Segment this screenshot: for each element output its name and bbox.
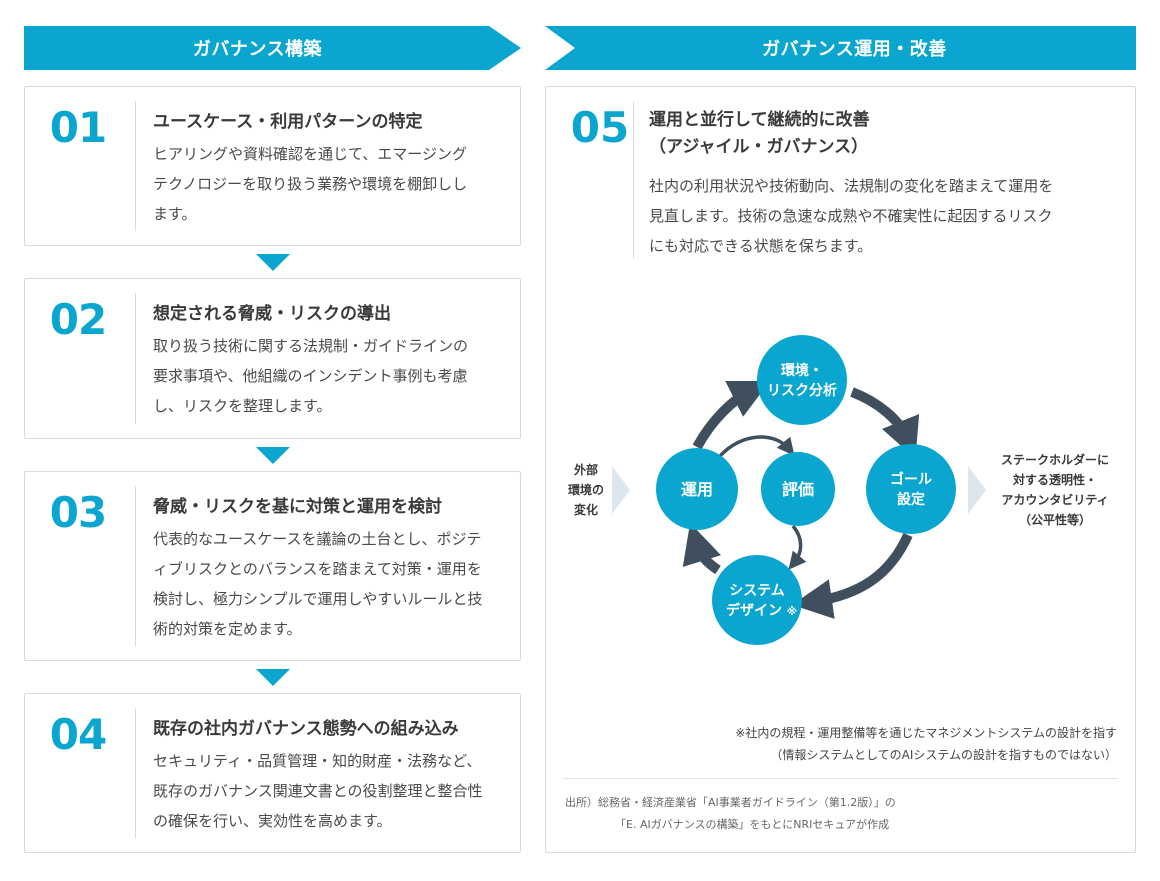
arrow-eval-to-system xyxy=(788,524,807,570)
arrow-system-to-ops xyxy=(682,522,722,575)
node-label: システム xyxy=(729,583,785,599)
desc-line: 検討し、極力シンプルで運用しやすいルールと技 xyxy=(153,590,483,608)
banner-governance-operation: ガバナンス運用・改善 xyxy=(545,26,1136,70)
step-card-05: 05 運用と並行して継続的に改善 （アジャイル・ガバナンス） 社内の利用状況や技… xyxy=(545,86,1136,853)
label-line: 環境の xyxy=(567,483,604,497)
node-label: リスク分析 xyxy=(767,382,837,399)
source-divider xyxy=(563,778,1118,779)
label-line: アカウンタビリティ xyxy=(1001,493,1109,507)
step-number: 02 xyxy=(49,295,107,344)
node-label: 運用 xyxy=(681,480,713,499)
step-card-03: 03 脅威・リスクを基に対策と運用を検討 代表的なユースケースを議論の土台とし、… xyxy=(24,471,521,661)
node-env-risk-analysis: 環境・ リスク分析 xyxy=(757,335,847,425)
desc-line: 要求事項や、他組織のインシデント事例も考慮 xyxy=(153,367,468,385)
step-title: 運用と並行して継続的に改善 （アジャイル・ガバナンス） xyxy=(649,107,870,161)
desc-line: テクノロジーを取り扱う業務や環境を棚卸しし xyxy=(153,175,468,193)
desc-line: 取り扱う技術に関する法規制・ガイドラインの xyxy=(153,337,469,355)
label-line: 外部 xyxy=(573,463,598,477)
step-description: 社内の利用状況や技術動向、法規制の変化を踏まえて運用を 見直します。技術の急速な… xyxy=(649,171,1119,261)
divider xyxy=(135,293,136,424)
footnote: ※社内の規程・運用整備等を通じたマネジメントシステムの設計を指す （情報システム… xyxy=(560,722,1117,766)
step-number: 01 xyxy=(49,103,107,152)
desc-line: 術的対策を定めます。 xyxy=(153,620,302,638)
arrow-ops-to-env xyxy=(692,381,770,450)
node-label: ゴール xyxy=(890,471,932,488)
node-label: 環境・ xyxy=(781,362,823,379)
footnote-line: ※社内の規程・運用整備等を通じたマネジメントシステムの設計を指す xyxy=(735,726,1117,740)
step-card-01: 01 ユースケース・利用パターンの特定 ヒアリングや資料確認を通じて、エマージン… xyxy=(24,86,521,246)
divider xyxy=(633,101,634,259)
step-title: 既存の社内ガバナンス態勢への組み込み xyxy=(153,719,459,739)
arrow-env-to-goal xyxy=(850,387,920,459)
label-line: ステークホルダーに xyxy=(1000,453,1109,467)
step-number: 05 xyxy=(570,103,630,152)
desc-line: ィブリスクとのバランスを踏まえて対策・運用を xyxy=(153,560,482,578)
divider xyxy=(135,708,136,838)
chevron-right-icon xyxy=(968,466,986,514)
node-system-design: システム デザイン ※ xyxy=(712,555,802,645)
footnote-mark: ※ xyxy=(787,605,798,618)
desc-line: 既存のガバナンス関連文書との役割整理と整合性 xyxy=(153,782,483,800)
desc-line: し、リスクを整理します。 xyxy=(153,397,332,415)
arrow-goal-to-system xyxy=(792,532,913,619)
node-label: デザイン xyxy=(726,602,782,619)
node-evaluation: 評価 xyxy=(761,452,835,526)
node-label: 設定 xyxy=(897,491,925,508)
desc-line: にも対応できる状態を保ちます。 xyxy=(649,237,873,255)
step-card-04: 04 既存の社内ガバナンス態勢への組み込み セキュリティ・品質管理・知的財産・法… xyxy=(24,693,521,853)
chevron-right-icon xyxy=(612,466,630,514)
label-line: 対する透明性・ xyxy=(1012,473,1097,487)
arrow-ops-to-eval xyxy=(718,435,795,458)
external-environment-label: 外部 環境の 変化 xyxy=(556,460,616,520)
governance-cycle-diagram: 環境・ リスク分析 ゴール 設定 システム デザイン ※ 運用 評価 xyxy=(612,335,986,645)
step-description: 取り扱う技術に関する法規制・ガイドラインの 要求事項や、他組織のインシデント事例… xyxy=(153,331,531,421)
title-line: 運用と並行して継続的に改善 xyxy=(649,110,870,130)
down-arrow-icon xyxy=(256,447,290,464)
step-number: 03 xyxy=(49,488,107,537)
desc-line: ヒアリングや資料確認を通じて、エマージング xyxy=(153,145,467,163)
banner-governance-build: ガバナンス構築 xyxy=(24,26,521,70)
title-line: （アジャイル・ガバナンス） xyxy=(649,137,869,157)
footnote-line: （情報システムとしてのAIシステムの設計を指すものではない） xyxy=(770,748,1117,762)
node-label: 評価 xyxy=(782,480,814,499)
source-citation: 出所）総務省・経済産業省「AI事業者ガイドライン（第1.2版）」の 「E. AI… xyxy=(565,792,896,836)
step-description: ヒアリングや資料確認を通じて、エマージング テクノロジーを取り扱う業務や環境を棚… xyxy=(153,139,531,229)
step-description: セキュリティ・品質管理・知的財産・法務など、 既存のガバナンス関連文書との役割整… xyxy=(153,746,531,836)
node-goal-setting: ゴール 設定 xyxy=(866,444,956,534)
step-title: ユースケース・利用パターンの特定 xyxy=(153,112,423,132)
desc-line: 社内の利用状況や技術動向、法規制の変化を踏まえて運用を xyxy=(649,177,1054,195)
down-arrow-icon xyxy=(256,669,290,686)
stakeholder-label: ステークホルダーに 対する透明性・ アカウンタビリティ （公平性等） xyxy=(985,450,1125,530)
source-line: 出所）総務省・経済産業省「AI事業者ガイドライン（第1.2版）」の xyxy=(565,796,896,809)
desc-line: の確保を行い、実効性を高めます。 xyxy=(153,812,392,830)
label-line: （公平性等） xyxy=(1018,513,1091,527)
step-card-02: 02 想定される脅威・リスクの導出 取り扱う技術に関する法規制・ガイドラインの … xyxy=(24,278,521,439)
step-title: 脅威・リスクを基に対策と運用を検討 xyxy=(153,497,442,517)
desc-line: 代表的なユースケースを議論の土台とし、ポジテ xyxy=(153,530,482,548)
desc-line: 見直します。技術の急速な成熟や不確実性に起因するリスク xyxy=(649,207,1053,225)
step-title: 想定される脅威・リスクの導出 xyxy=(153,304,391,324)
down-arrow-icon xyxy=(256,254,290,271)
node-operation: 運用 xyxy=(656,448,738,530)
source-line: 「E. AIガバナンスの構築」をもとにNRIセキュアが作成 xyxy=(615,818,890,831)
divider xyxy=(135,486,136,646)
step-number: 04 xyxy=(49,710,107,759)
divider xyxy=(135,101,136,231)
step-description: 代表的なユースケースを議論の土台とし、ポジテ ィブリスクとのバランスを踏まえて対… xyxy=(153,524,531,644)
desc-line: ます。 xyxy=(153,205,197,223)
label-line: 変化 xyxy=(573,503,598,517)
desc-line: セキュリティ・品質管理・知的財産・法務など、 xyxy=(153,752,482,770)
